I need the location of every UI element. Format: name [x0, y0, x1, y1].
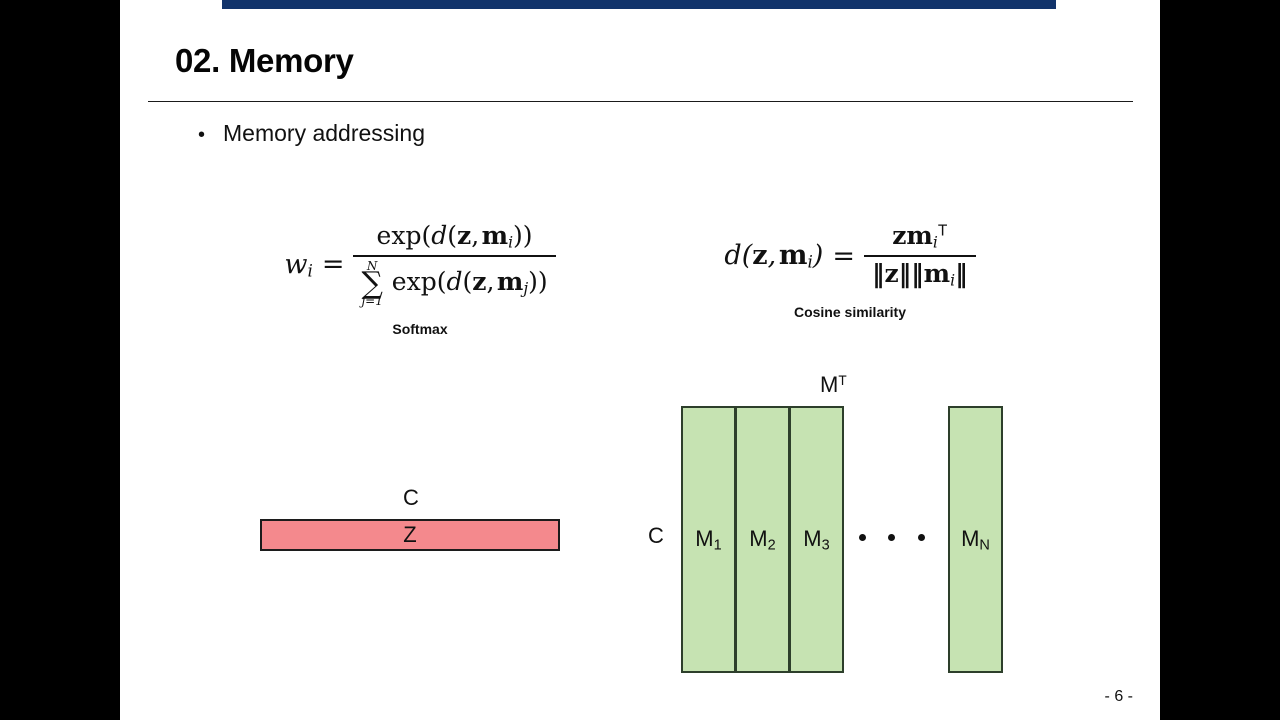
slide-accent-bar	[222, 0, 1056, 9]
softmax-numerator: exp(d(z, mi))	[376, 221, 533, 252]
summation-symbol: N∑j=1	[361, 258, 383, 308]
softmax-denominator: N∑j=1 exp(d(z, mj))	[361, 258, 548, 308]
softmax-lhs: wi	[284, 248, 313, 281]
cosine-caption: Cosine similarity	[793, 304, 907, 321]
ellipsis-dot	[859, 534, 866, 541]
cosine-lhs: d(z, mi)	[724, 240, 824, 272]
bullet-item-memory-addressing: • Memory addressing	[198, 120, 425, 147]
memory-column-mn: MN	[948, 406, 1003, 673]
memory-matrix-label-text: M	[820, 372, 839, 397]
ellipsis-dot	[918, 534, 925, 541]
memory-column-m3: M3	[789, 406, 844, 673]
bullet-label: Memory addressing	[223, 120, 425, 146]
page-number: - 6 -	[1104, 688, 1133, 705]
sum-upper-limit: N	[366, 258, 378, 273]
presentation-slide: 02. Memory • Memory addressing wi = exp(…	[120, 0, 1160, 720]
memory-column-m2: M2	[735, 406, 790, 673]
memory-matrix-label: MT	[820, 372, 847, 398]
ellipsis-dot	[888, 534, 895, 541]
title-divider	[148, 101, 1133, 102]
fraction-bar	[863, 255, 976, 257]
fraction-bar	[353, 255, 556, 257]
softmax-formula-block: wi = exp(d(z, mi)) N∑j=1 exp(d(z, mj)) S…	[250, 221, 590, 337]
cosine-equals: =	[832, 240, 855, 272]
softmax-caption: Softmax	[392, 320, 448, 337]
memory-matrix-label-superscript: T	[838, 372, 847, 388]
bullet-marker-icon: •	[198, 124, 206, 146]
cosine-denominator: ‖z‖‖mi‖	[871, 258, 968, 290]
memory-column-label: M2	[749, 525, 776, 554]
sum-lower-limit: j=1	[361, 293, 383, 308]
page-title: 02. Memory	[175, 42, 354, 79]
query-dim-label: C	[403, 485, 419, 510]
softmax-fraction: exp(d(z, mi)) N∑j=1 exp(d(z, mj))	[353, 221, 556, 308]
softmax-equals: =	[321, 248, 345, 280]
query-vector-box: Z	[260, 519, 560, 551]
memory-dim-label: C	[648, 523, 664, 548]
cosine-fraction: zmiT ‖z‖‖mi‖	[863, 221, 976, 290]
cosine-formula-block: d(z, mi) = zmiT ‖z‖‖mi‖ Cosine similarit…	[680, 221, 1020, 321]
softmax-formula: wi = exp(d(z, mi)) N∑j=1 exp(d(z, mj))	[284, 221, 556, 308]
memory-column-label: M1	[695, 525, 722, 554]
memory-column-label: MN	[961, 525, 990, 554]
cosine-formula: d(z, mi) = zmiT ‖z‖‖mi‖	[724, 221, 976, 290]
memory-addressing-diagram: C Z MT C M1 M2 M3 MN	[120, 0, 1160, 720]
cosine-numerator: zmiT	[892, 221, 948, 252]
memory-column-m1: M1	[681, 406, 736, 673]
memory-column-label: M3	[803, 525, 830, 554]
